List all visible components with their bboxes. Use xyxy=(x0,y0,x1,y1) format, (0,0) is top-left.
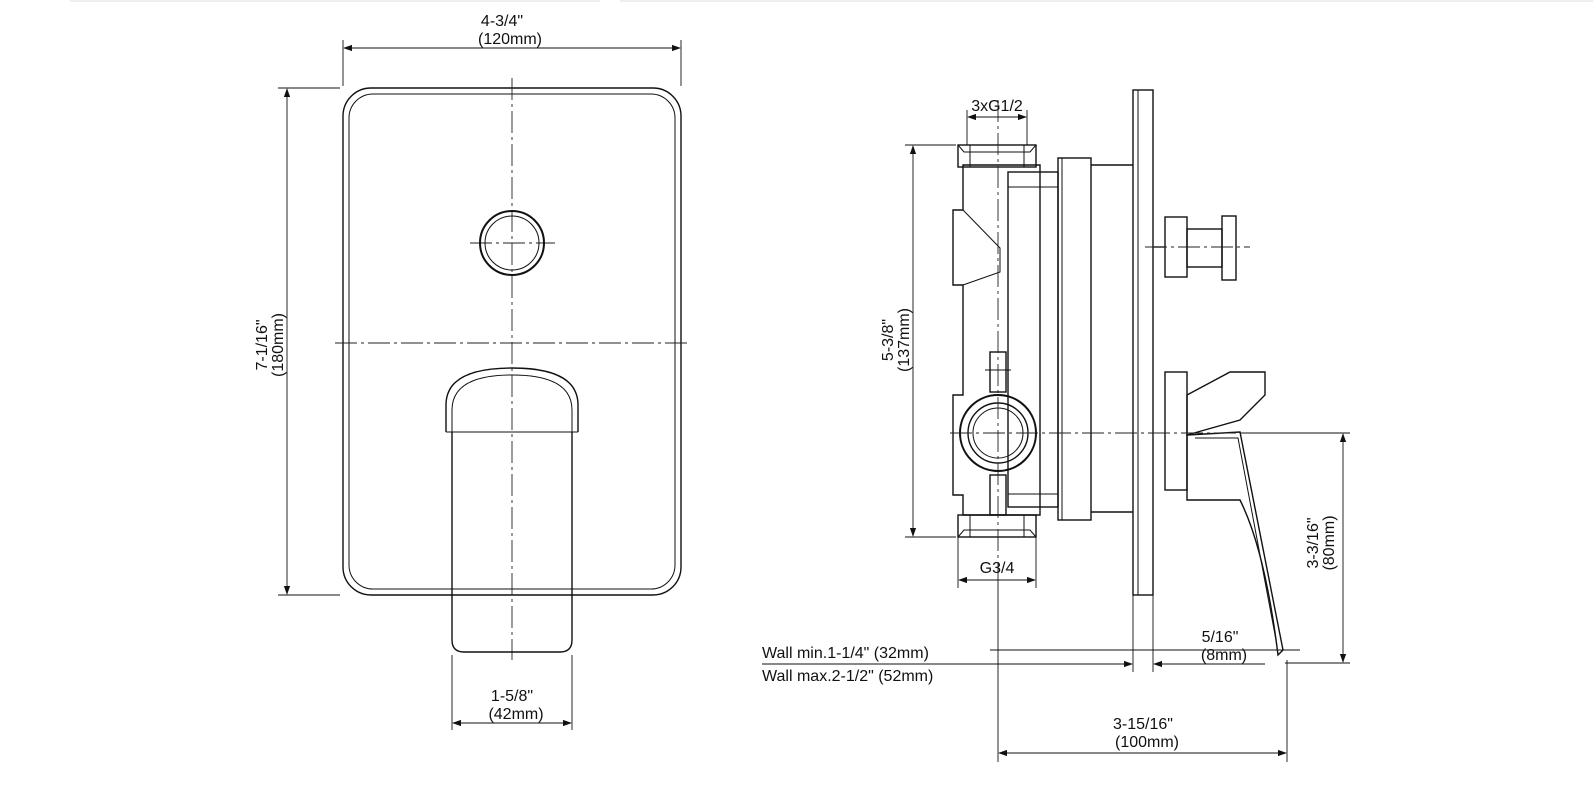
height-label-mm: (180mm) xyxy=(270,313,287,377)
depth-label-mm: (100mm) xyxy=(1115,734,1179,751)
width-label: 4-3/4" xyxy=(481,13,523,30)
depth-label: 3-15/16" xyxy=(1113,716,1173,733)
plate-offset-label: 5/16" xyxy=(1202,629,1239,646)
handle-height-label: 3-3/16" xyxy=(1305,517,1322,568)
width-label-mm: (120mm) xyxy=(478,31,542,48)
valve-body xyxy=(952,164,1041,516)
body-height-label: 5-3/8" xyxy=(880,319,897,361)
top-port xyxy=(957,144,1037,168)
handle-height-label-mm: (80mm) xyxy=(1321,515,1338,570)
height-label: 7-1/16" xyxy=(254,319,271,370)
front-view: 4-3/4" (120mm) 7-1/16" (180mm) 1-5/8" (4… xyxy=(254,13,690,730)
lever-handle xyxy=(445,367,579,432)
body-height-label-mm: (137mm) xyxy=(896,308,913,372)
lever-handle-side xyxy=(1164,371,1284,657)
lever-width-label: 1-5/8" xyxy=(491,688,533,705)
bottom-port-label: G3/4 xyxy=(980,560,1015,577)
wall-min-label: Wall min.1-1/4" (32mm) xyxy=(762,645,929,662)
side-view: 3xG1/2 G3/4 5-3/8" (137mm) 3-3/16" (80mm… xyxy=(762,89,1350,762)
diverter-button xyxy=(479,210,545,276)
wall-max-label: Wall max.2-1/2" (52mm) xyxy=(762,668,933,685)
side-cover-plate xyxy=(1132,89,1154,596)
diverter-spindle xyxy=(1153,215,1237,281)
lever-width-label-mm: (42mm) xyxy=(488,706,543,723)
top-port-label: 3xG1/2 xyxy=(971,98,1023,115)
plate-offset-label-mm: (8mm) xyxy=(1201,647,1247,664)
mounting-flange xyxy=(1057,157,1092,521)
